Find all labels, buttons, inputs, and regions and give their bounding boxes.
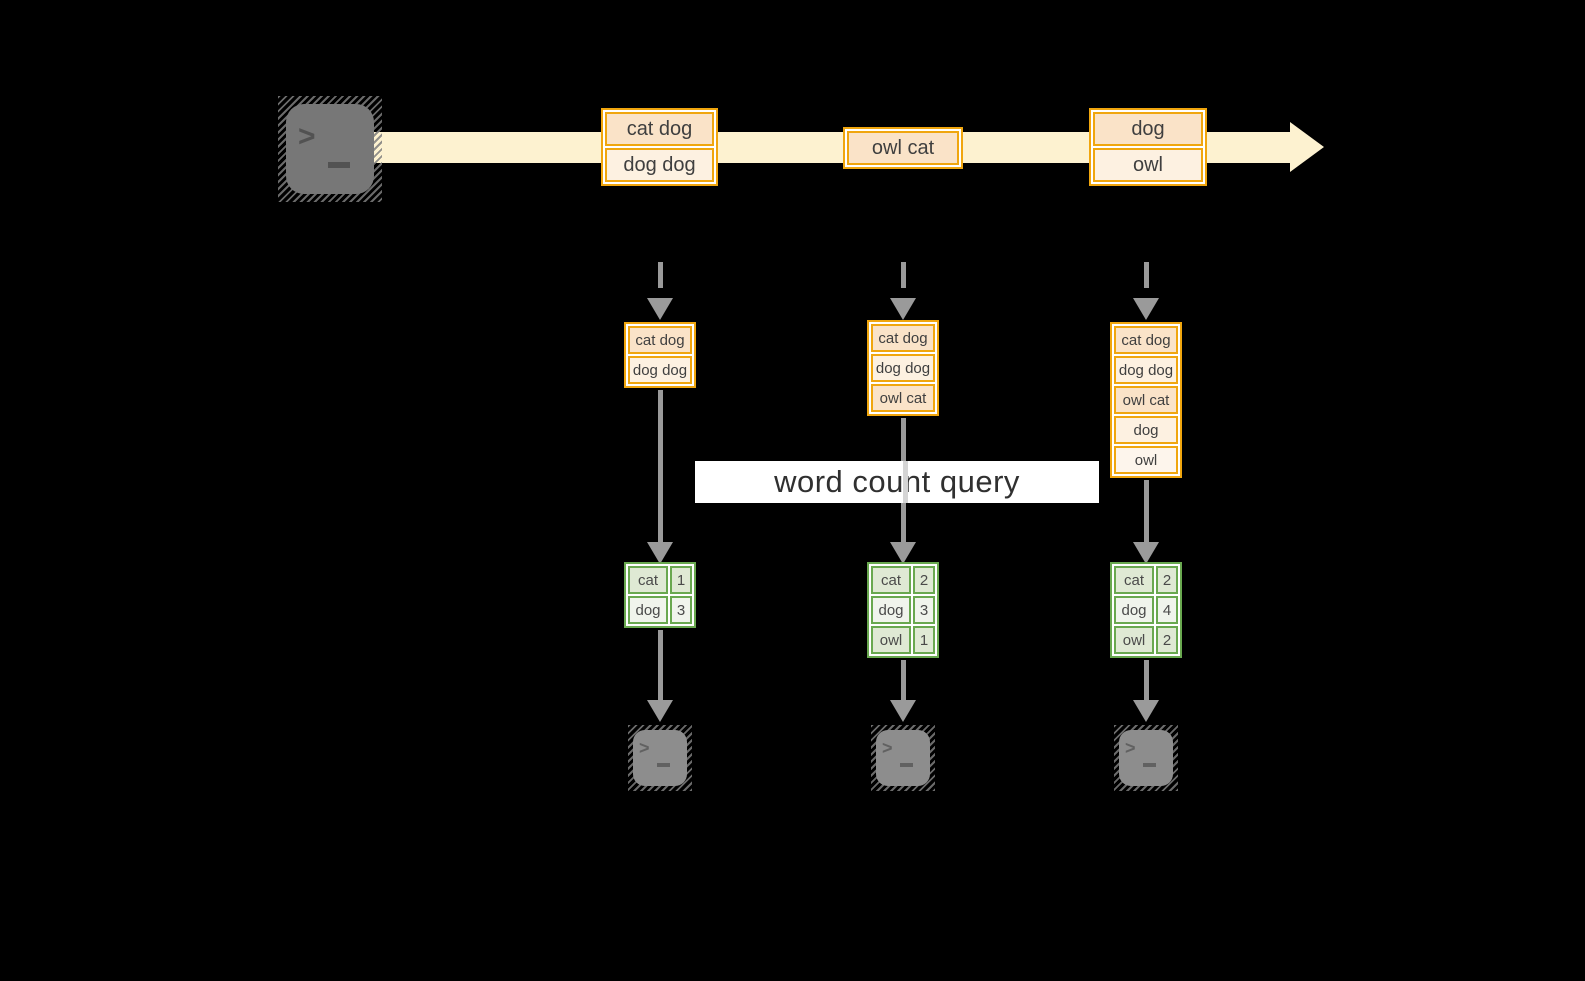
count-word-cell: cat — [1114, 566, 1154, 594]
stack-row: cat dog — [1114, 326, 1178, 354]
connector-arrowhead — [1133, 542, 1159, 564]
count-word-cell: cat — [871, 566, 911, 594]
stack-row: dog — [1114, 416, 1178, 444]
dashed-arrowhead — [647, 298, 673, 320]
dashed-arrowhead — [890, 298, 916, 320]
count-value-cell: 2 — [1156, 566, 1178, 594]
count-value-cell: 1 — [670, 566, 692, 594]
connector-line — [1144, 480, 1149, 542]
terminal-icon: > — [871, 725, 935, 791]
stream-message-line: dog — [1093, 112, 1203, 146]
stack-row: owl cat — [871, 384, 935, 412]
query-banner-label: word count query — [774, 464, 1020, 499]
terminal-prompt-chevron: > — [882, 738, 893, 758]
count-word-cell: dog — [871, 596, 911, 624]
terminal-prompt-underscore — [657, 763, 670, 767]
count-value-cell: 4 — [1156, 596, 1178, 624]
terminal-icon: > — [278, 96, 382, 202]
stream-message: owl cat — [843, 127, 963, 169]
terminal-body — [876, 730, 930, 786]
count-word-cell: owl — [871, 626, 911, 654]
stack-row: dog dog — [871, 354, 935, 382]
terminal-prompt-chevron: > — [1125, 738, 1136, 758]
terminal-prompt-underscore — [1143, 763, 1156, 767]
stream-message-line: owl cat — [847, 131, 959, 165]
stream-message-line: owl — [1093, 148, 1203, 182]
stream-arrowhead — [1290, 122, 1324, 172]
terminal-icon: > — [1114, 725, 1178, 791]
stack-row: cat dog — [628, 326, 692, 354]
connector-arrowhead — [647, 542, 673, 564]
stack-row: cat dog — [871, 324, 935, 352]
dashed-arrow-stem — [1144, 262, 1149, 298]
stream-message-line: cat dog — [605, 112, 714, 146]
count-value-cell: 1 — [913, 626, 935, 654]
connector-arrowhead — [1133, 700, 1159, 722]
count-value-cell: 2 — [913, 566, 935, 594]
count-word-cell: cat — [628, 566, 668, 594]
dashed-arrow-stem — [901, 262, 906, 298]
terminal-body — [286, 104, 374, 194]
connector-through-banner — [903, 461, 908, 503]
dashed-arrowhead — [1133, 298, 1159, 320]
terminal-body — [633, 730, 687, 786]
count-value-cell: 3 — [913, 596, 935, 624]
terminal-body — [1119, 730, 1173, 786]
stream-message-line: dog dog — [605, 148, 714, 182]
terminal-prompt-underscore — [328, 162, 350, 168]
connector-line — [901, 660, 906, 700]
count-word-cell: dog — [1114, 596, 1154, 624]
count-word-cell: owl — [1114, 626, 1154, 654]
terminal-icon: > — [628, 725, 692, 791]
query-banner: word count query — [695, 461, 1099, 503]
connector-arrowhead — [647, 700, 673, 722]
connector-arrowhead — [890, 700, 916, 722]
count-value-cell: 3 — [670, 596, 692, 624]
terminal-prompt-chevron: > — [639, 738, 650, 758]
connector-arrowhead — [890, 542, 916, 564]
dashed-arrow-stem — [658, 262, 663, 298]
stack-row: dog dog — [1114, 356, 1178, 384]
terminal-prompt-chevron: > — [298, 120, 316, 153]
stack-row: dog dog — [628, 356, 692, 384]
terminal-prompt-underscore — [900, 763, 913, 767]
connector-line — [658, 630, 663, 700]
count-value-cell: 2 — [1156, 626, 1178, 654]
stack-row: owl — [1114, 446, 1178, 474]
count-word-cell: dog — [628, 596, 668, 624]
connector-line — [1144, 660, 1149, 700]
stack-row: owl cat — [1114, 386, 1178, 414]
connector-line — [658, 390, 663, 542]
